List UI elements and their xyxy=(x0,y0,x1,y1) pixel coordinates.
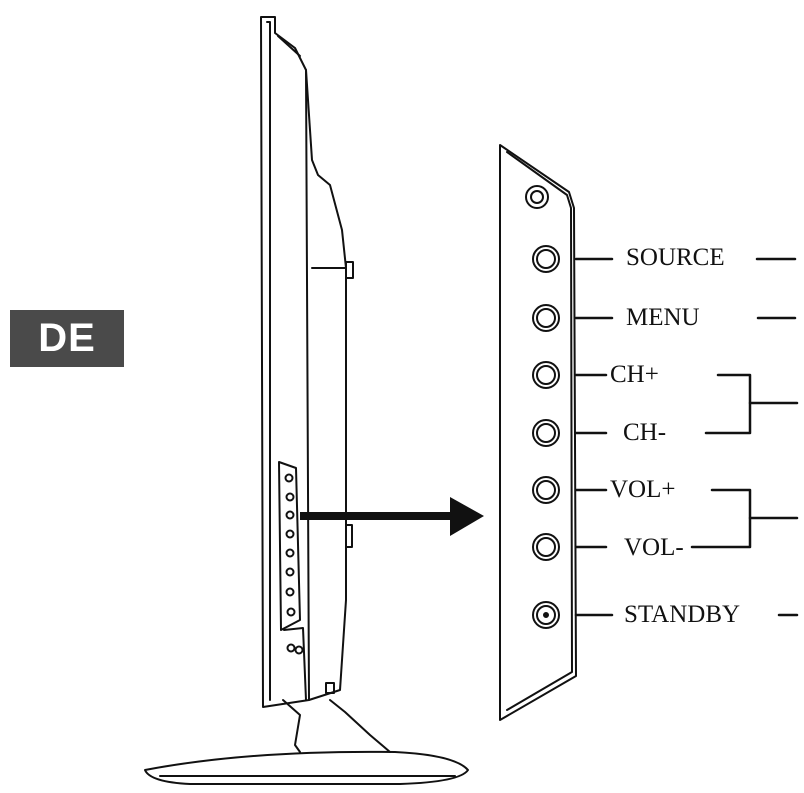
language-badge: DE xyxy=(10,310,124,367)
tv-stand xyxy=(144,699,469,785)
button-vol-down-shape xyxy=(532,533,560,561)
tv-side-buttons xyxy=(284,473,335,694)
pointer-arrow xyxy=(300,497,484,536)
button-ch-down-shape xyxy=(532,419,560,447)
control-panel-zoom xyxy=(499,144,577,721)
label-ch-down: CH- xyxy=(623,419,667,446)
button-standby-shape xyxy=(532,601,560,629)
leader-lines xyxy=(574,257,799,617)
tv-side-profile xyxy=(260,16,354,708)
language-badge-label: DE xyxy=(38,316,96,360)
label-vol-down: VOL- xyxy=(624,534,684,561)
button-source-shape xyxy=(532,245,560,273)
button-menu-shape xyxy=(532,304,560,332)
panel-buttons xyxy=(532,245,560,629)
label-standby: STANDBY xyxy=(624,601,741,628)
button-vol-up-shape xyxy=(532,476,560,504)
button-ch-up-shape xyxy=(532,361,560,389)
label-ch-up: CH+ xyxy=(610,361,659,388)
label-menu: MENU xyxy=(626,304,700,331)
label-source: SOURCE xyxy=(626,244,725,271)
label-vol-up: VOL+ xyxy=(610,476,676,503)
